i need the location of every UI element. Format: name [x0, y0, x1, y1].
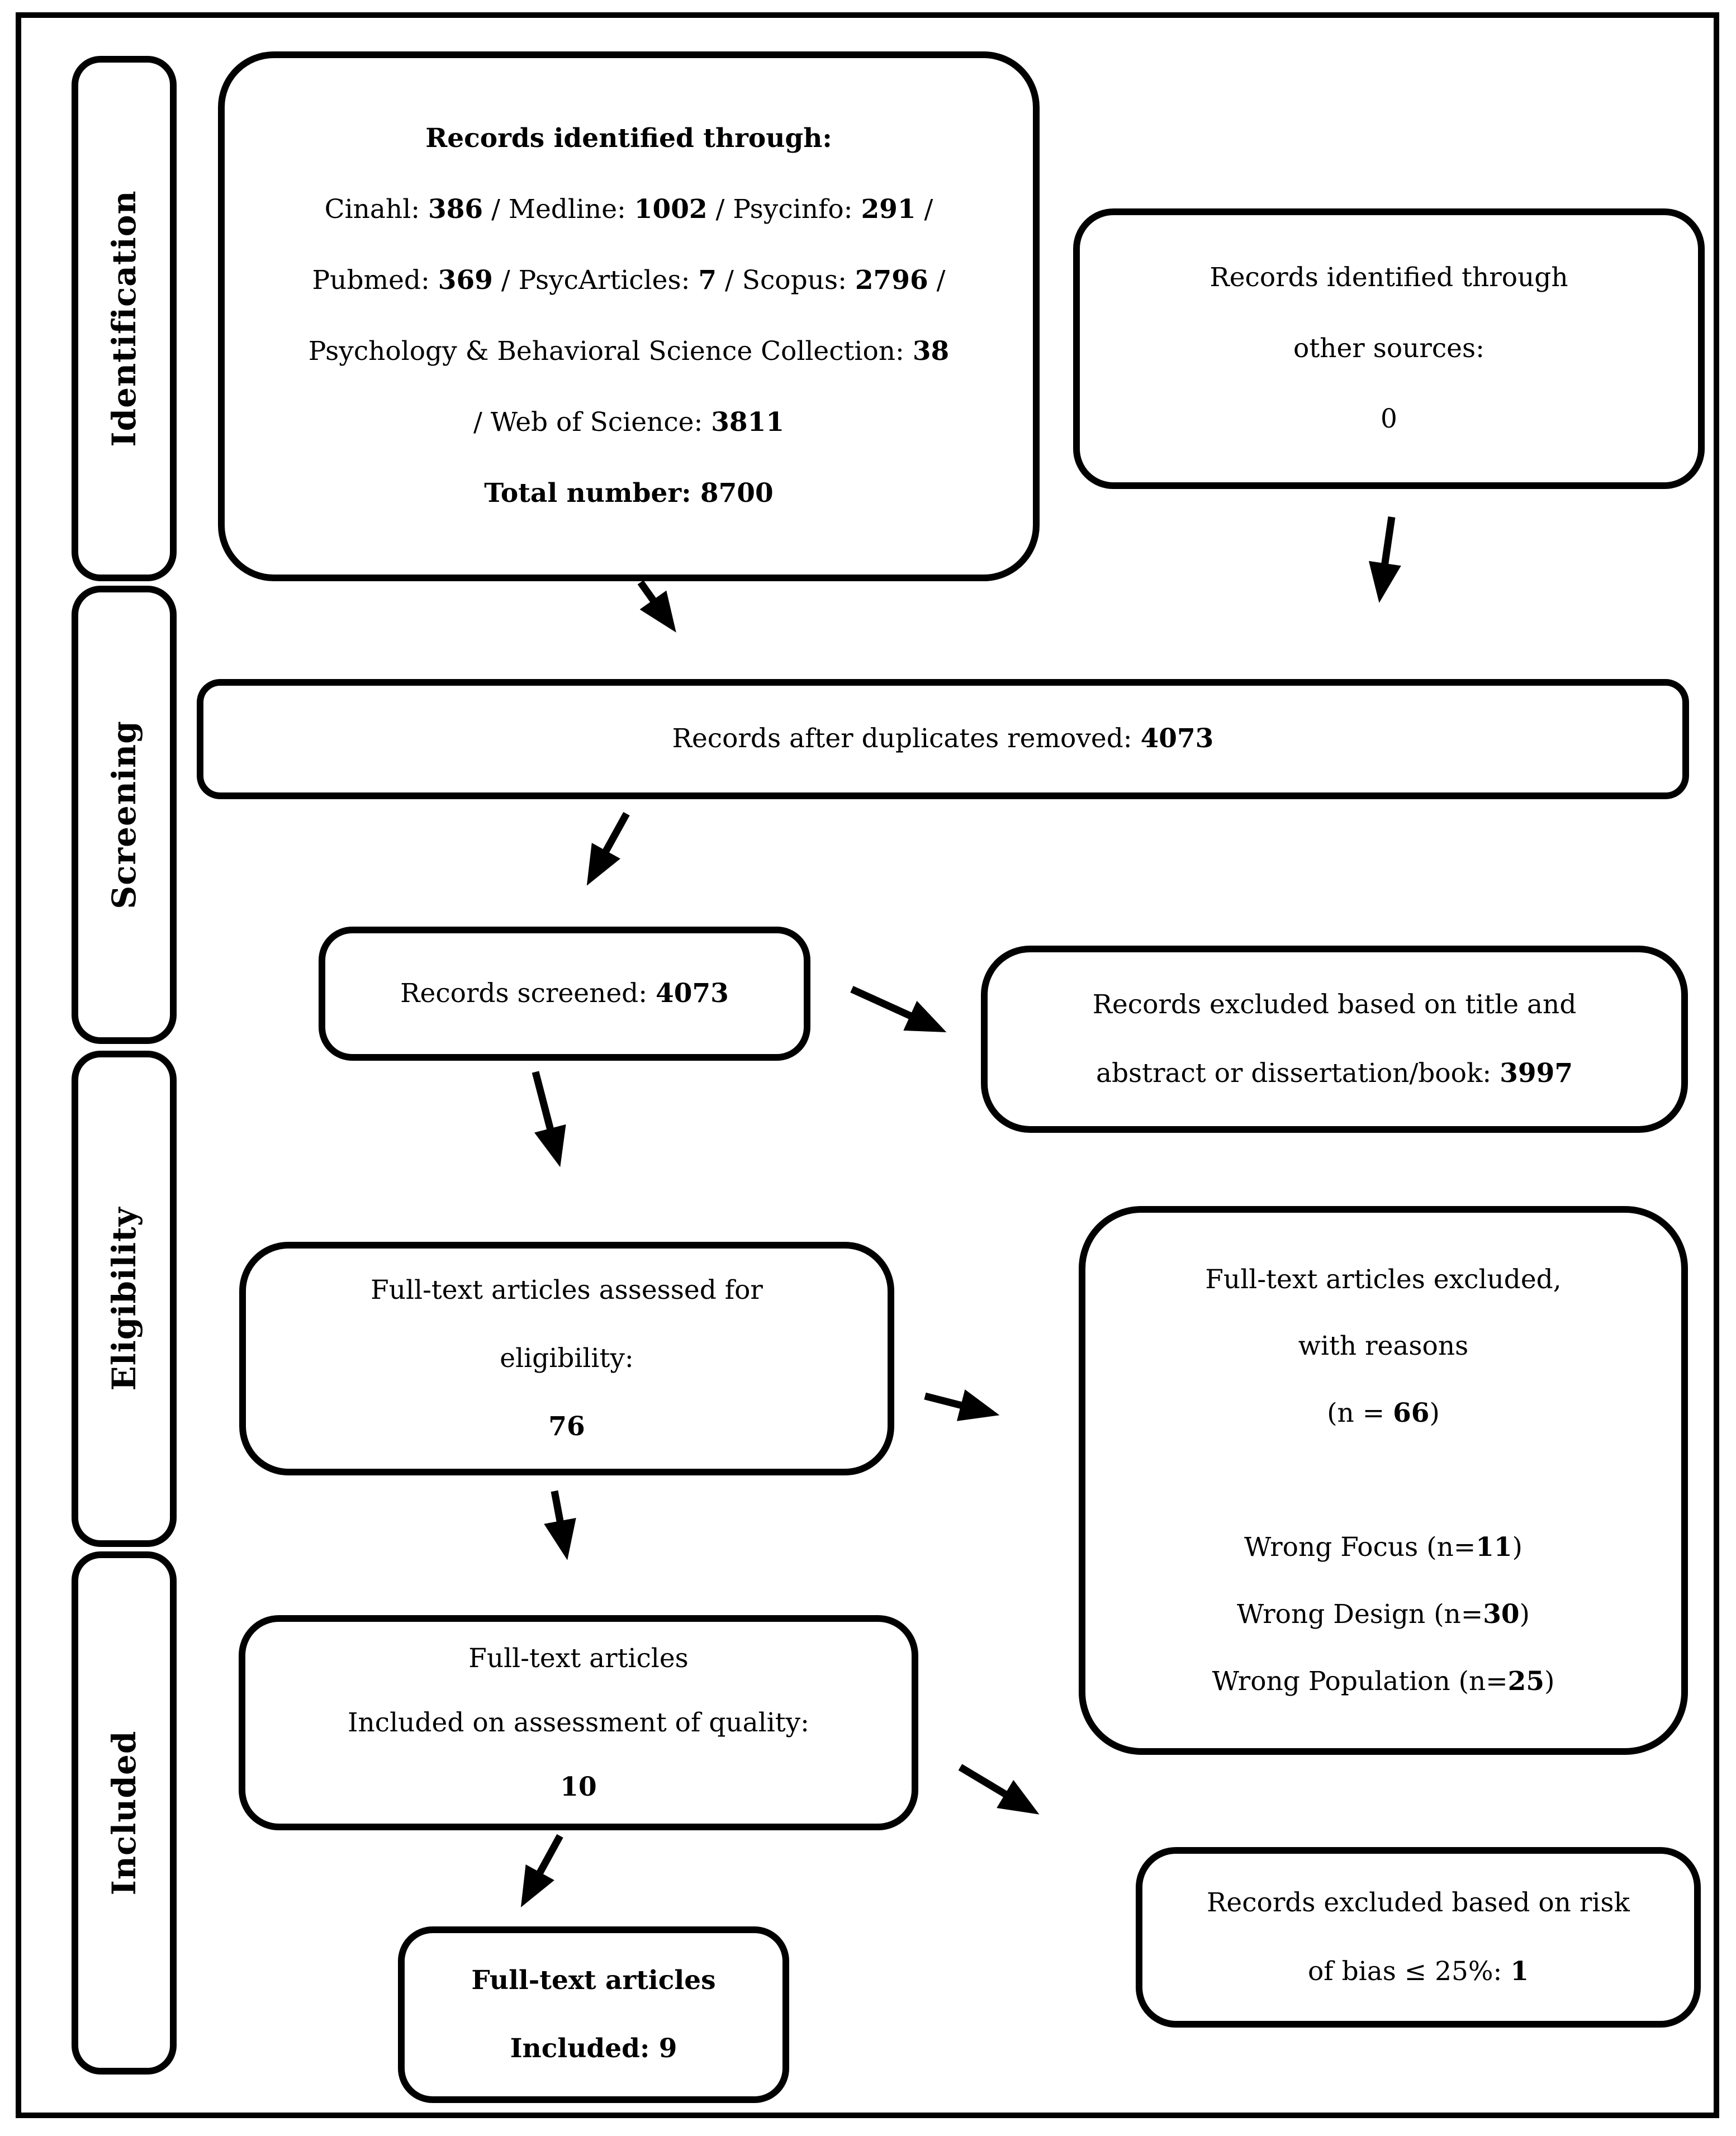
box-line: Wrong Population (n=25): [1212, 1665, 1555, 1697]
box-line: of bias ≤ 25%: 1: [1307, 1955, 1529, 1987]
arrow-duplicates-to-screened: [586, 811, 630, 886]
box-line: Records screened: 4073: [400, 977, 729, 1009]
stage-box-eligibility: Eligibility: [72, 1051, 177, 1547]
fulltext-excluded-reasons-box: Full-text articles excluded, with reason…: [1079, 1206, 1688, 1755]
records-identified-box: Records identified through: Cinahl: 386 …: [218, 51, 1040, 581]
excluded-title-abstract-box: Records excluded based on title and abst…: [981, 946, 1688, 1133]
other-sources-box: Records identified through other sources…: [1073, 208, 1705, 489]
box-line: eligibility:: [500, 1342, 634, 1374]
box-line: Pubmed: 369 / PsycArticles: 7 / Scopus: …: [312, 265, 946, 296]
arrow-assessed-to-excluded-reasons: [924, 1389, 1000, 1421]
box-line: Records identified through: [1209, 262, 1568, 293]
included-on-quality-box: Full-text articles Included on assessmen…: [239, 1615, 918, 1830]
box-line: Included: 9: [510, 2033, 677, 2064]
figure-border: [16, 12, 1719, 2118]
box-line: Records after duplicates removed: 4073: [672, 723, 1214, 754]
stage-box-screening: Screening: [72, 586, 177, 1044]
box-line: Records excluded based on title and: [1092, 989, 1577, 1020]
box-line: Records identified through:: [425, 123, 832, 154]
box-line: Full-text articles excluded,: [1205, 1264, 1562, 1295]
box-line: with reasons: [1298, 1331, 1469, 1362]
box-line: Wrong Focus (n=11): [1244, 1531, 1522, 1563]
box-line: Full-text articles: [468, 1643, 689, 1674]
box-line: Records excluded based on risk: [1207, 1887, 1630, 1919]
box-line: Full-text articles assessed for: [371, 1274, 763, 1306]
excluded-risk-bias-box: Records excluded based on risk of bias ≤…: [1136, 1847, 1701, 2028]
box-line: other sources:: [1293, 333, 1484, 364]
box-line: Cinahl: 386 / Medline: 1002 / Psycinfo: …: [324, 194, 933, 225]
arrow-assessed-to-quality: [544, 1490, 576, 1560]
box-line: Total number: 8700: [484, 477, 774, 509]
box-line: / Web of Science: 3811: [473, 406, 785, 438]
arrow-other-to-duplicates: [1368, 516, 1401, 603]
box-line: Wrong Design (n=30): [1237, 1598, 1530, 1630]
box-line: [1085, 1447, 1681, 1514]
fulltext-assessed-box: Full-text articles assessed for eligibil…: [239, 1242, 894, 1475]
stage-box-identification: Identification: [72, 56, 177, 581]
arrow-screened-to-assessed: [532, 1071, 566, 1167]
box-line: abstract or dissertation/book: 3997: [1095, 1057, 1573, 1089]
box-line: 0: [1381, 404, 1397, 435]
box-line: Included on assessment of quality:: [347, 1707, 810, 1738]
arrow-screened-to-excluded: [850, 986, 947, 1032]
arrow-quality-to-included: [520, 1834, 563, 1907]
duplicates-removed-box: Records after duplicates removed: 4073: [197, 679, 1689, 799]
box-line: (n = 66): [1327, 1398, 1440, 1429]
box-line: 10: [560, 1772, 597, 1803]
records-screened-box: Records screened: 4073: [319, 927, 810, 1061]
stage-box-included: Included: [72, 1551, 177, 2075]
arrow-quality-to-risk-bias: [958, 1764, 1040, 1815]
fulltext-included-box: Full-text articles Included: 9: [398, 1926, 789, 2103]
box-line: Psychology & Behavioral Science Collecti…: [308, 336, 950, 367]
box-line: 76: [548, 1411, 585, 1442]
box-line: Full-text articles: [471, 1964, 716, 1996]
arrow-identified-to-duplicates: [637, 580, 676, 633]
